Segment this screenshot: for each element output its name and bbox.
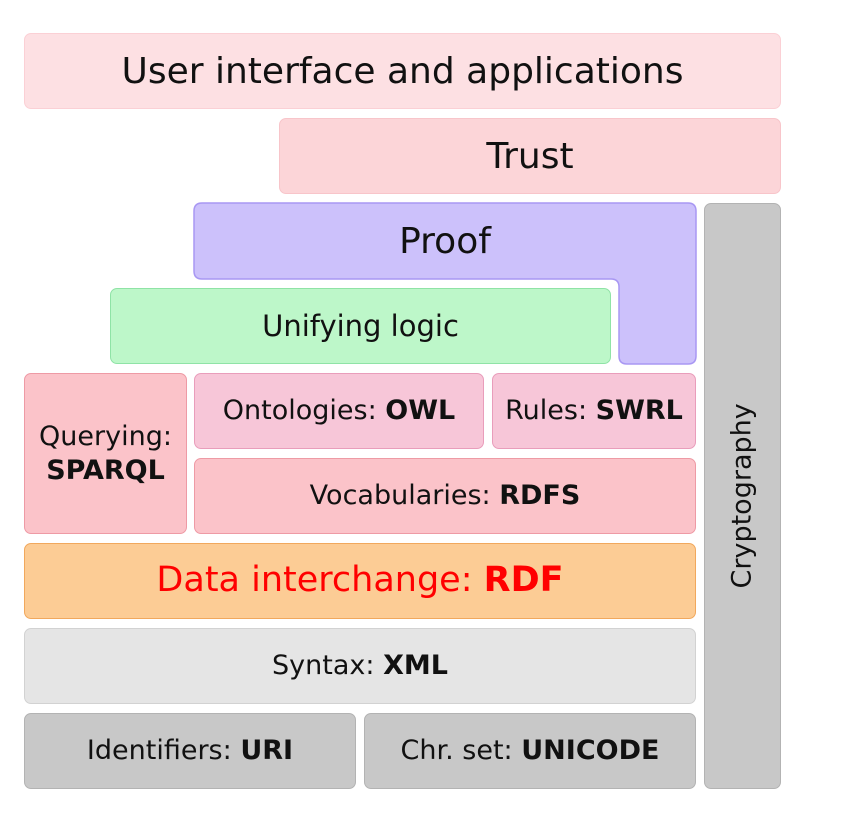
syntax-layer: Syntax: XML	[24, 628, 696, 704]
ontologies-layer: Ontologies: OWL	[194, 373, 484, 449]
cryptography-label: Cryptography	[726, 403, 758, 589]
data-interchange-layer: Data interchange: RDF	[24, 543, 696, 619]
ontologies-tech: OWL	[385, 395, 456, 427]
syntax-label: Syntax:	[272, 650, 375, 682]
querying-layer: Querying: SPARQL	[24, 373, 187, 534]
rules-label: Rules:	[505, 395, 588, 427]
vocabularies-layer: Vocabularies: RDFS	[194, 458, 696, 534]
syntax-tech: XML	[383, 650, 448, 682]
rules-tech: SWRL	[595, 395, 683, 427]
identifiers-layer: Identifiers: URI	[24, 713, 356, 789]
data-interchange-tech: RDF	[483, 560, 564, 601]
data-interchange-label: Data interchange:	[156, 560, 473, 601]
unifying-logic-label: Unifying logic	[262, 308, 459, 343]
ontologies-label: Ontologies:	[222, 395, 377, 427]
trust-label: Trust	[486, 135, 574, 177]
user-interface-label: User interface and applications	[121, 50, 684, 92]
vocabularies-tech: RDFS	[499, 480, 581, 512]
vocabularies-label: Vocabularies:	[309, 480, 491, 512]
proof-label: Proof	[399, 220, 491, 262]
querying-label: Querying:	[39, 420, 172, 452]
trust-layer: Trust	[279, 118, 781, 194]
user-interface-layer: User interface and applications	[24, 33, 781, 109]
charset-tech: UNICODE	[521, 735, 660, 767]
rules-layer: Rules: SWRL	[492, 373, 696, 449]
querying-tech: SPARQL	[46, 454, 165, 486]
charset-label: Chr. set:	[400, 735, 513, 767]
cryptography-layer: Cryptography	[704, 203, 781, 789]
charset-layer: Chr. set: UNICODE	[364, 713, 696, 789]
identifiers-tech: URI	[240, 735, 294, 767]
identifiers-label: Identifiers:	[86, 735, 232, 767]
unifying-logic-layer: Unifying logic	[110, 288, 611, 364]
